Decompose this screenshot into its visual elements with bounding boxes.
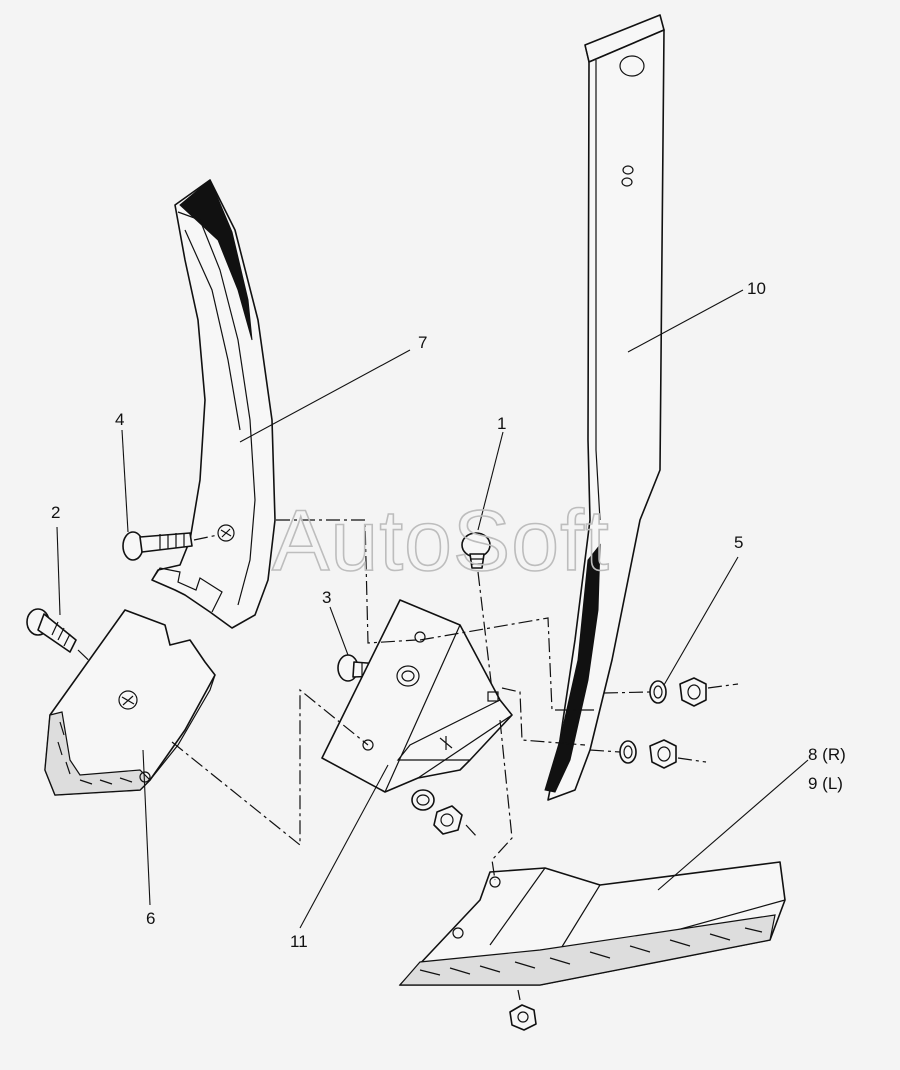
callout-5: 5 [734,533,743,552]
callout-2: 2 [51,503,60,522]
part-1-bolt [461,532,493,691]
assembly-lines [171,519,651,881]
plate-washer [396,665,420,687]
point-hardfacing [44,711,151,796]
wing-bolt-hole [217,524,235,542]
callout-7: 7 [418,333,427,352]
part-5-nuts [619,677,739,769]
part-7-wing [151,179,276,629]
callout-labels: 1 2 3 4 5 6 7 8 (R) 9 (L) 10 11 [51,279,846,951]
callout-10: 10 [747,279,766,298]
shank-hole-lower [621,177,633,187]
share-hardfacing [398,914,776,986]
plate-nut-washer [411,789,479,839]
callout-1: 1 [497,414,506,433]
wing-dark-edge [179,179,253,341]
callout-9: 9 (L) [808,774,843,793]
part-6-point [44,609,216,796]
watermark-text: AutoSoft [272,493,610,589]
shank-hole-upper [622,165,634,175]
callout-4: 4 [115,410,124,429]
part-10-shank [544,14,665,801]
point-bolt-hole [118,690,138,710]
callout-6: 6 [146,909,155,928]
part-11-plate [321,599,513,793]
leader-lines [56,289,809,929]
part-4-bolt [122,531,219,561]
callout-11: 11 [290,932,308,951]
shank-wear-strip [544,543,601,793]
callout-8: 8 (R) [808,745,846,764]
callout-3: 3 [322,588,331,607]
shank-top-hole [619,55,645,77]
part-8-9-share [398,861,786,1031]
